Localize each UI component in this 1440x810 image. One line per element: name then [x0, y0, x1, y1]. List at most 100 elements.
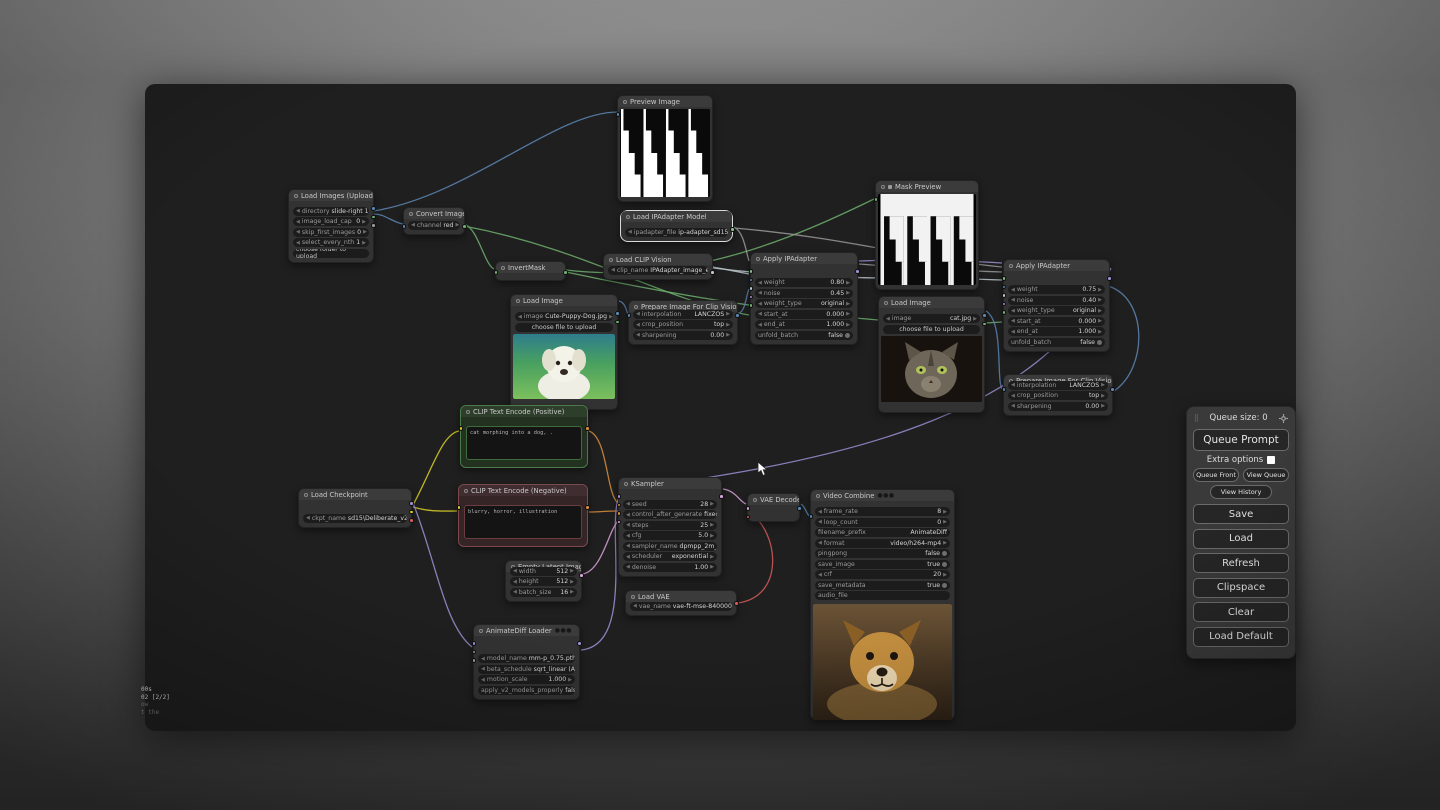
input-port[interactable] — [493, 270, 498, 275]
collapse-icon[interactable] — [624, 481, 628, 486]
node-clip-text-encode-negative[interactable]: CLIP Text Encode (Negative) blurry, horr… — [456, 484, 590, 547]
collapse-icon[interactable] — [466, 409, 470, 414]
settings-gear-icon[interactable] — [1278, 413, 1288, 423]
input-port[interactable] — [1001, 284, 1006, 289]
input-port[interactable] — [1001, 301, 1006, 306]
input-port[interactable] — [626, 313, 631, 318]
widget-choose-file-to-upload[interactable]: choose file to upload — [515, 322, 613, 332]
node-vae-decode[interactable]: VAE Decode — [745, 493, 802, 522]
widget-vae_name[interactable]: ◀vae_namevae-ft-mse-840000-ema-pruned.sa… — [630, 601, 732, 611]
output-port[interactable] — [982, 321, 987, 326]
input-port[interactable] — [745, 514, 750, 519]
output-port[interactable] — [577, 641, 582, 646]
output-port[interactable] — [585, 426, 590, 431]
output-port[interactable] — [585, 505, 590, 510]
input-port[interactable] — [1001, 310, 1006, 315]
output-port[interactable] — [797, 506, 802, 511]
node-mask-preview[interactable]: Mask Preview — [873, 180, 979, 290]
load-button[interactable]: Load — [1193, 528, 1289, 549]
output-port[interactable] — [462, 224, 467, 229]
output-port[interactable] — [719, 494, 724, 499]
collapse-icon[interactable] — [501, 265, 505, 270]
input-port[interactable] — [748, 269, 753, 274]
input-port[interactable] — [471, 649, 476, 654]
clear-button[interactable]: Clear — [1193, 602, 1289, 622]
collapse-icon[interactable] — [1009, 263, 1013, 268]
output-port[interactable] — [409, 509, 414, 514]
output-port[interactable] — [371, 206, 376, 211]
input-port[interactable] — [458, 426, 463, 431]
collapse-icon[interactable] — [623, 99, 627, 104]
output-port[interactable] — [1107, 276, 1112, 281]
collapse-icon[interactable] — [609, 257, 613, 262]
collapse-icon[interactable] — [626, 214, 630, 219]
positive-prompt-textarea[interactable]: cat morphing into a dog, . — [466, 426, 582, 460]
widget-choose-folder-to-upload[interactable]: choose folder to upload — [293, 248, 369, 258]
input-port[interactable] — [748, 277, 753, 282]
widget-ckpt_name[interactable]: ◀ckpt_namesd15\Deliberate_v2.safetensors… — [303, 513, 407, 523]
widget-audio_file[interactable]: audio_file — [815, 591, 950, 600]
queue-front-button[interactable]: Queue Front — [1193, 468, 1239, 482]
input-port[interactable] — [1001, 293, 1006, 298]
input-port[interactable] — [873, 197, 878, 202]
view-history-button[interactable]: View History — [1210, 485, 1272, 499]
view-queue-button[interactable]: View Queue — [1243, 468, 1289, 482]
node-load-images[interactable]: Load Images (Upload)●●● ◀directoryslide-… — [288, 189, 376, 263]
collapse-icon[interactable] — [753, 497, 757, 502]
collapse-icon[interactable] — [516, 298, 520, 303]
input-port[interactable] — [616, 494, 621, 499]
input-port[interactable] — [748, 286, 753, 291]
queue-prompt-button[interactable]: Queue Prompt — [1193, 429, 1289, 451]
output-port[interactable] — [371, 223, 376, 228]
output-port[interactable] — [855, 269, 860, 274]
output-port[interactable] — [735, 313, 740, 318]
widget-clip_name[interactable]: ◀clip_nameIPAdapter_image_encoder_sd15.s… — [608, 265, 708, 275]
collapse-icon[interactable] — [631, 594, 635, 599]
input-port[interactable] — [616, 519, 621, 524]
node-clip-text-encode-positive[interactable]: CLIP Text Encode (Positive) cat morphing… — [458, 405, 590, 468]
node-empty-latent-image[interactable]: Empty Latent Image ◀width512▶◀height512▶… — [505, 560, 584, 602]
collapse-icon[interactable] — [816, 493, 820, 498]
output-port[interactable] — [982, 313, 987, 318]
widget-control_after_generate[interactable]: ◀control_after_generatefixed▶ — [623, 510, 717, 519]
widget-ipadapter_file[interactable]: ◀ipadapter_fileip-adapter_sd15.safetenso… — [625, 227, 728, 237]
collapse-icon[interactable] — [881, 184, 885, 189]
input-port[interactable] — [616, 502, 621, 507]
refresh-button[interactable]: Refresh — [1193, 553, 1289, 573]
